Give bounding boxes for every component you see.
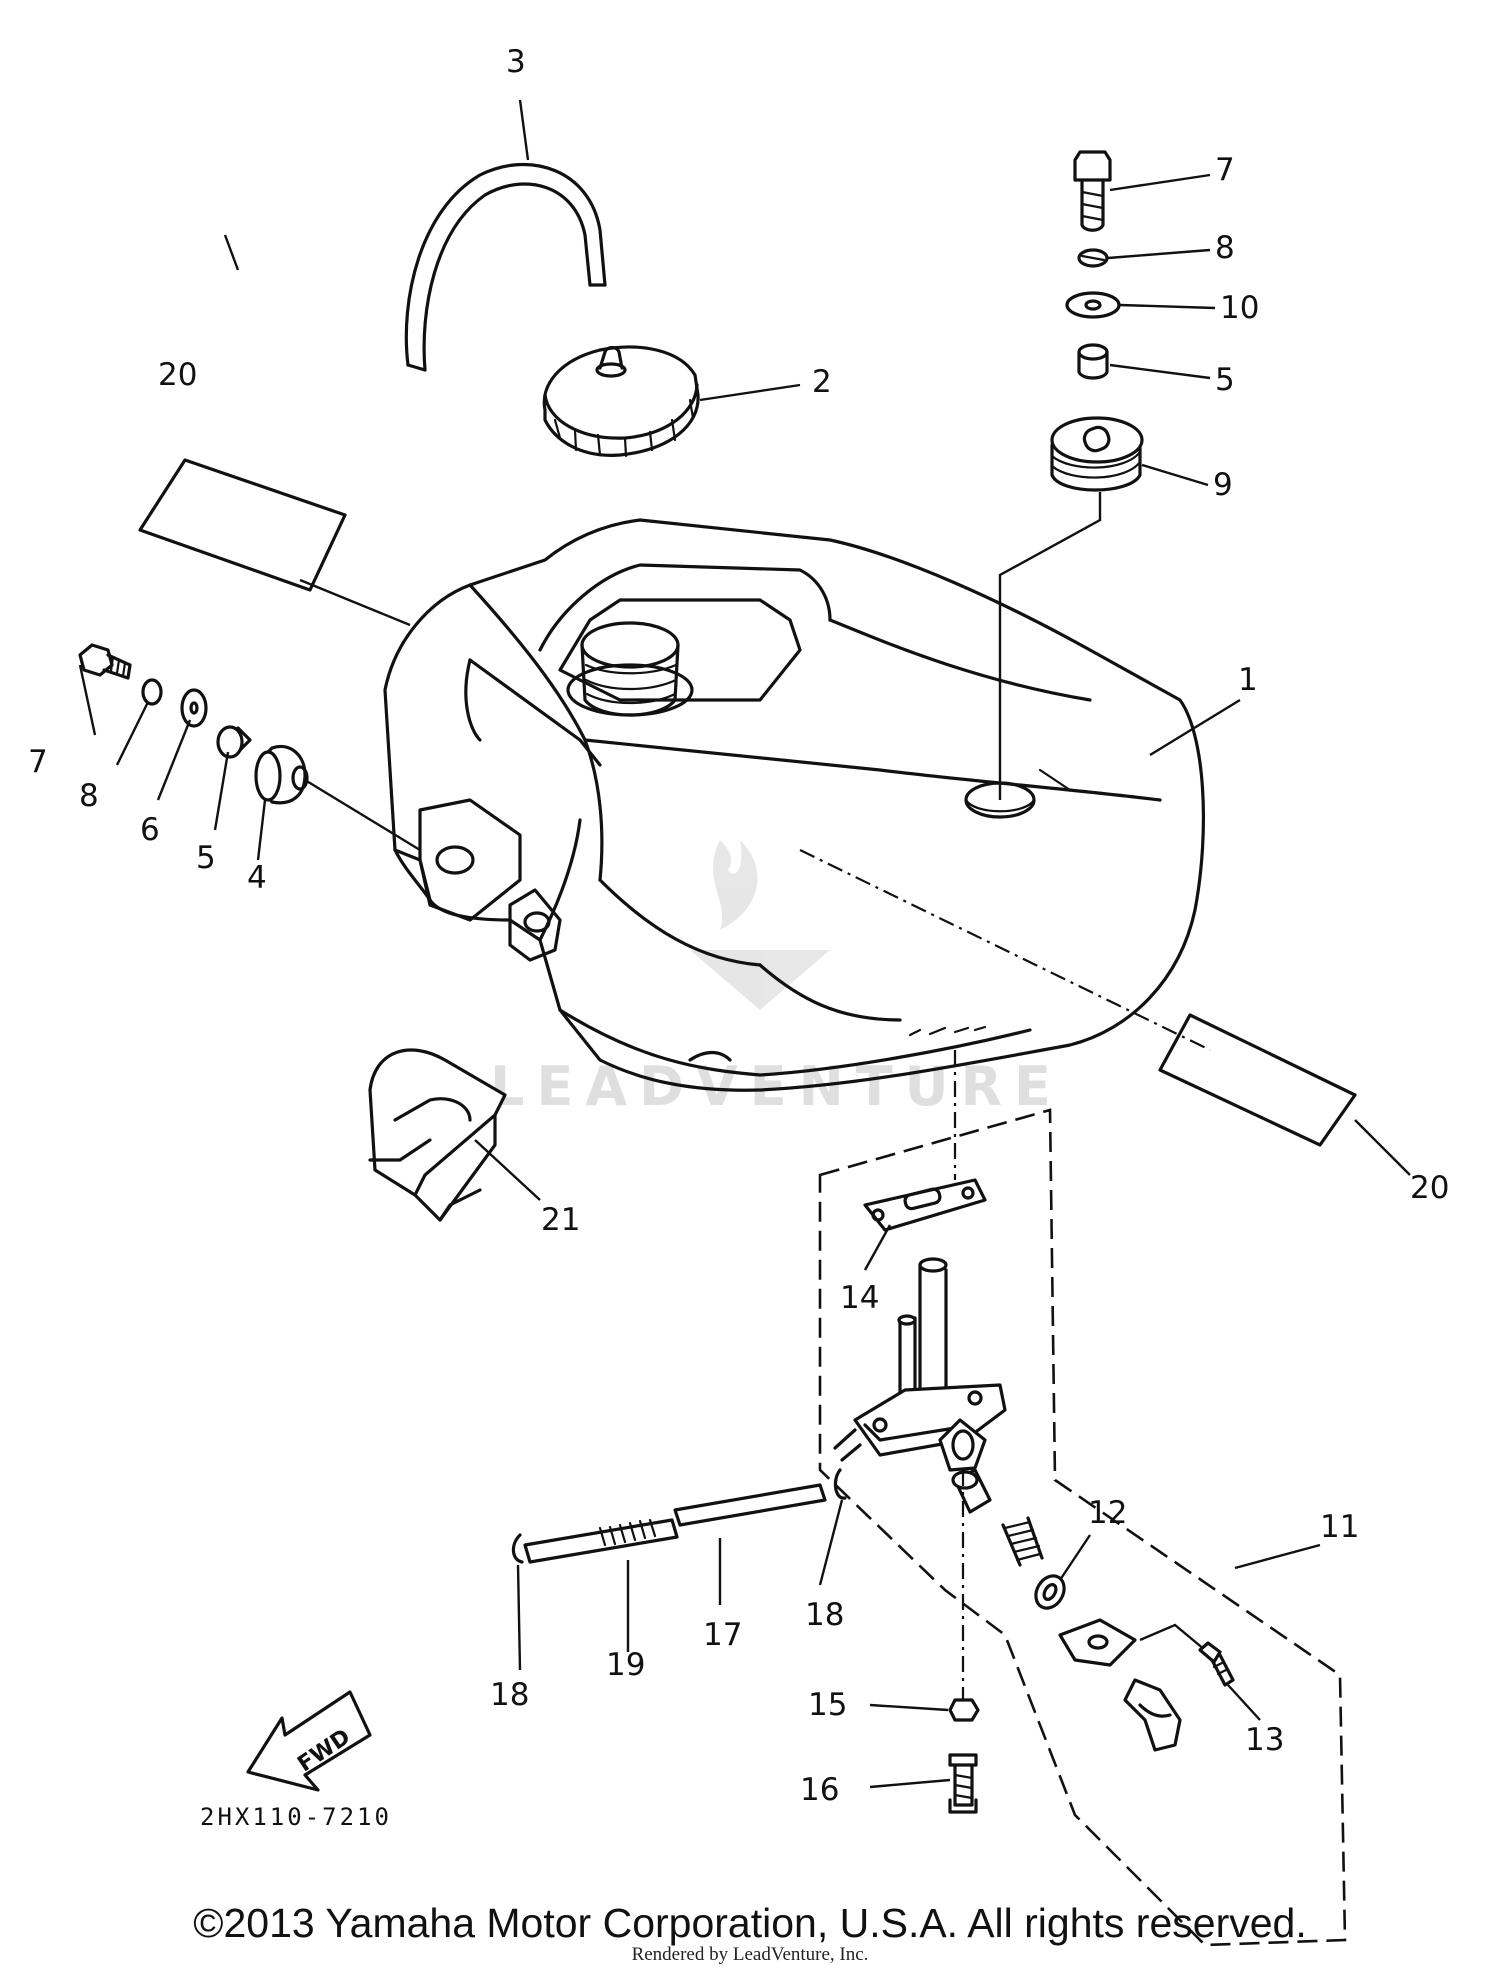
part-label-3: 3: [506, 44, 526, 80]
part-label-9: 9: [1213, 467, 1233, 503]
left-mount-hardware: [78, 643, 421, 852]
part-number-labels: 3 2 7 8 10 5 9 1 20 20 7 8 6 5 4 21 14 1…: [28, 44, 1449, 1808]
part-label-20-left: 20: [158, 357, 197, 393]
part-label-8-right: 8: [1215, 230, 1235, 266]
leadventure-watermark: LEADVENTURE: [490, 840, 1063, 1118]
label-sticker-left: [138, 458, 411, 627]
part-label-4: 4: [247, 860, 267, 896]
fuel-cap: [542, 345, 700, 458]
part-label-5-right: 5: [1215, 362, 1235, 398]
part-label-12: 12: [1088, 1495, 1127, 1531]
forward-direction-arrow: FWD: [246, 1690, 372, 1792]
part-label-18-left: 18: [490, 1677, 529, 1713]
watermark-text: LEADVENTURE: [490, 1055, 1063, 1118]
part-label-15: 15: [808, 1687, 847, 1723]
right-mount-hardware: [998, 150, 1144, 800]
part-label-18-right: 18: [805, 1597, 844, 1633]
leader-lines: [78, 99, 1411, 1789]
copyright-notice: ©2013 Yamaha Motor Corporation, U.S.A. A…: [193, 1900, 1307, 1946]
part-label-14: 14: [840, 1280, 879, 1316]
part-label-7-right: 7: [1215, 152, 1235, 188]
hose-clip: [368, 1048, 507, 1222]
label-sticker-right: [799, 849, 1357, 1147]
part-label-8-left: 8: [79, 778, 99, 814]
part-label-10: 10: [1220, 290, 1259, 326]
part-label-5-left: 5: [196, 840, 216, 876]
part-label-16: 16: [800, 1772, 839, 1808]
part-label-6: 6: [140, 812, 160, 848]
fuel-tank: [383, 518, 1205, 1092]
rendered-by-credit: Rendered by LeadVenture, Inc.: [631, 1944, 869, 1965]
breather-hose: [404, 162, 607, 372]
part-label-11: 11: [1320, 1509, 1359, 1545]
part-label-2: 2: [812, 364, 832, 400]
part-label-7-left: 7: [28, 744, 48, 780]
part-label-13: 13: [1245, 1722, 1284, 1758]
part-label-19: 19: [606, 1647, 645, 1683]
part-label-21: 21: [541, 1202, 580, 1238]
part-label-1: 1: [1238, 662, 1258, 698]
fuel-cock-assembly: [511, 1050, 1347, 1947]
part-label-20-right: 20: [1410, 1170, 1449, 1206]
part-label-17: 17: [703, 1617, 742, 1653]
diagram-reference-code: 2HX110-7210: [200, 1803, 392, 1831]
